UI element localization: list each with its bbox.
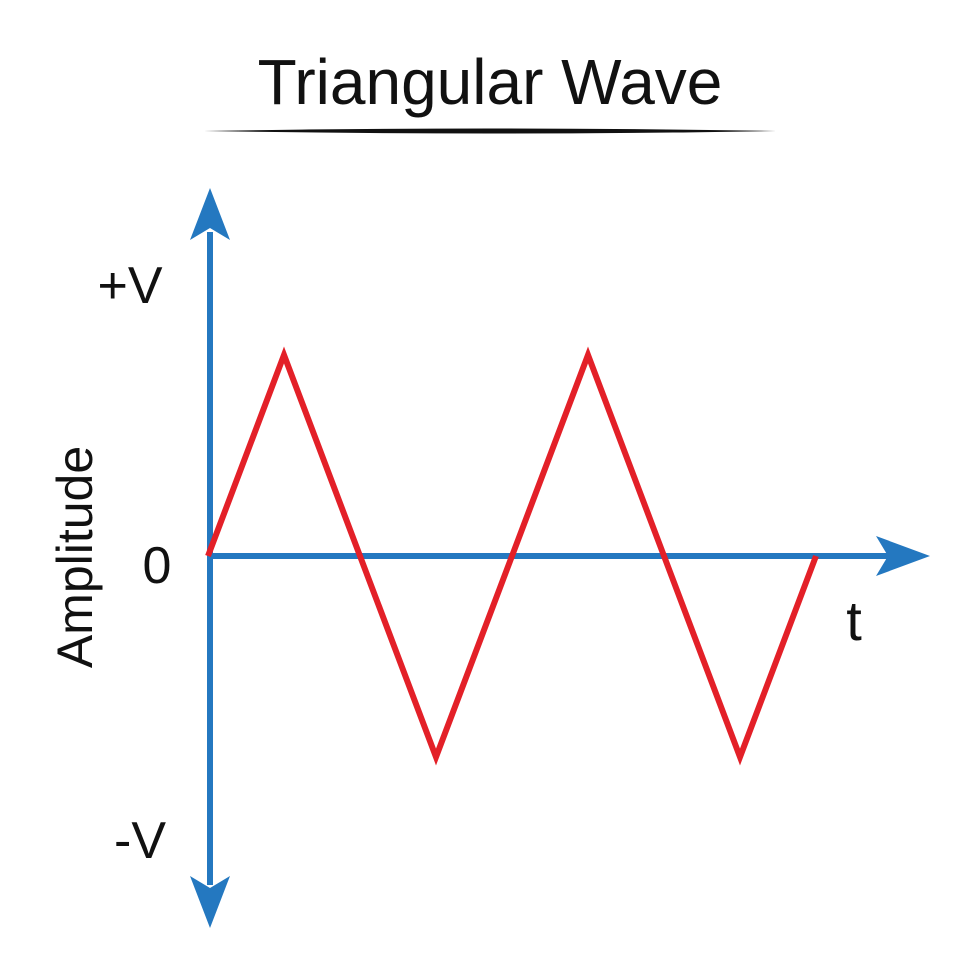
y-axis-arrow-down <box>190 876 230 928</box>
triangular-wave-line <box>205 346 819 766</box>
x-axis-label: t <box>846 589 862 652</box>
y-tick-zero: 0 <box>143 537 172 595</box>
y-tick-plus-v: +V <box>97 257 162 315</box>
x-axis-arrow-right <box>876 536 930 576</box>
y-axis-arrow-up <box>190 188 230 240</box>
title-underline <box>204 128 776 134</box>
y-axis-label: Amplitude <box>47 446 103 668</box>
x-axis <box>207 536 930 576</box>
y-tick-minus-v: -V <box>114 812 166 870</box>
page-title: Triangular Wave <box>258 46 723 118</box>
